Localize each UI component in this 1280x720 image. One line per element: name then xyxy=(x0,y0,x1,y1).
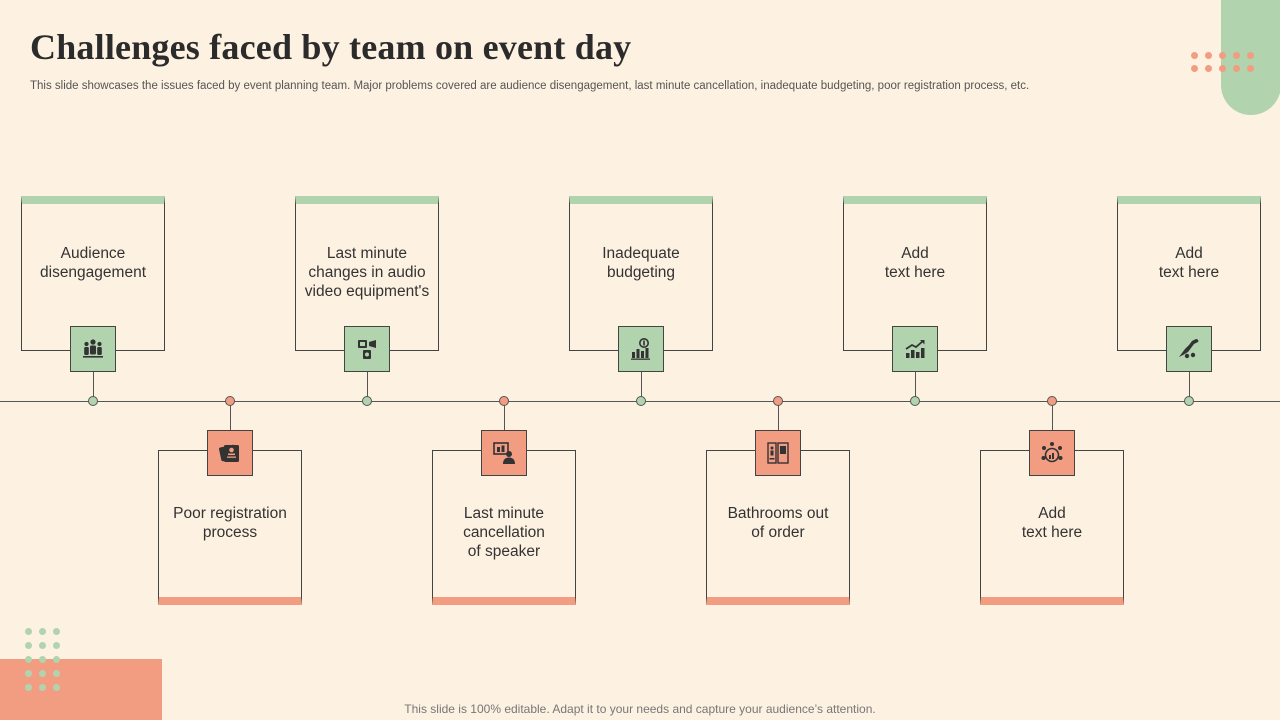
decorative-dot-grid-bottom xyxy=(25,628,60,691)
challenge-card-top-1: Audience disengagement xyxy=(21,196,165,351)
growth-chart-icon xyxy=(892,326,938,372)
decorative-dot-grid-top xyxy=(1191,52,1254,72)
timeline-stem xyxy=(915,372,916,401)
slide-title: Challenges faced by team on event day xyxy=(30,27,632,67)
timeline-node xyxy=(88,396,98,406)
timeline-stem xyxy=(93,372,94,401)
speaker-presentation-icon xyxy=(481,430,527,476)
dinosaur-icon xyxy=(1166,326,1212,372)
restroom-icon xyxy=(755,430,801,476)
challenge-text: Poor registration process xyxy=(173,505,287,541)
timeline-stem xyxy=(504,401,505,430)
id-registration-icon xyxy=(207,430,253,476)
timeline-stem xyxy=(1189,372,1190,401)
challenge-card-top-5: Add text here xyxy=(1117,196,1261,351)
timeline-stem xyxy=(367,372,368,401)
challenge-text: Last minute changes in audio video equip… xyxy=(304,245,430,300)
challenge-card-top-4: Add text here xyxy=(843,196,987,351)
timeline-stem xyxy=(641,372,642,401)
timeline-node xyxy=(1047,396,1057,406)
challenge-text: Inadequate budgeting xyxy=(602,245,680,281)
challenge-card-top-2: Last minute changes in audio video equip… xyxy=(295,196,439,351)
timeline-node xyxy=(499,396,509,406)
timeline-stem xyxy=(230,401,231,430)
timeline-node xyxy=(910,396,920,406)
timeline-stem xyxy=(778,401,779,430)
audio-video-equipment-icon xyxy=(344,326,390,372)
budget-chart-icon xyxy=(618,326,664,372)
challenge-text: Last minute cancellation of speaker xyxy=(463,505,545,560)
challenge-text: Audience disengagement xyxy=(40,245,146,281)
challenge-text: Add text here xyxy=(1021,505,1083,541)
timeline-node xyxy=(1184,396,1194,406)
challenge-card-top-3: Inadequate budgeting xyxy=(569,196,713,351)
challenge-text: Bathrooms out of order xyxy=(727,505,829,541)
timeline-node xyxy=(362,396,372,406)
timeline-node xyxy=(225,396,235,406)
challenge-text: Add text here xyxy=(884,245,946,281)
slide-subtitle: This slide showcases the issues faced by… xyxy=(30,80,1030,92)
timeline-node xyxy=(636,396,646,406)
team-group-icon xyxy=(70,326,116,372)
challenge-text: Add text here xyxy=(1158,245,1220,281)
analytics-team-icon xyxy=(1029,430,1075,476)
timeline-node xyxy=(773,396,783,406)
timeline-stem xyxy=(1052,401,1053,430)
slide-footer: This slide is 100% editable. Adapt it to… xyxy=(404,702,876,716)
